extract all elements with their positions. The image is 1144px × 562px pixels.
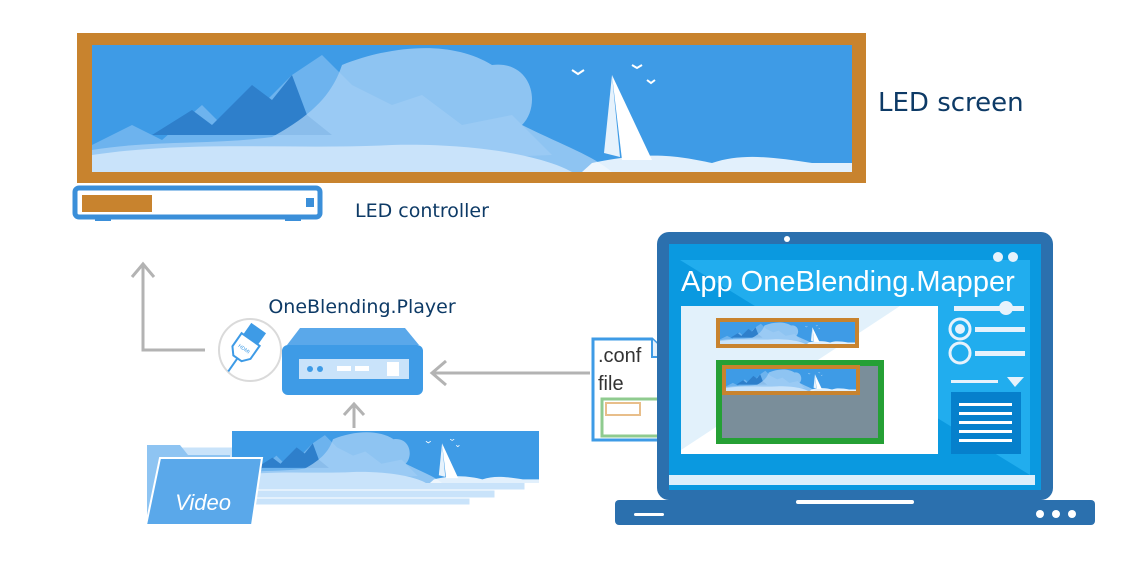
video-label: Video xyxy=(175,490,231,515)
app-title: App OneBlending.Mapper xyxy=(681,266,1015,298)
radio-option-1[interactable] xyxy=(948,317,1025,341)
laptop-base xyxy=(615,500,1095,525)
laptop: App OneBlending.Mapper xyxy=(615,232,1095,525)
arrow-conf-to-player xyxy=(429,359,590,387)
conf-label-line2: file xyxy=(598,373,624,395)
hdmi-cable-icon: HDMI xyxy=(218,318,282,382)
dropdown-control[interactable] xyxy=(951,377,1024,387)
conf-label-line1: .conf xyxy=(598,345,642,367)
slider-control[interactable] xyxy=(954,301,1024,315)
player-device-icon xyxy=(282,328,423,395)
player-label: OneBlending.Player xyxy=(268,296,456,318)
radio-option-2[interactable] xyxy=(948,341,1025,365)
chevron-down-icon xyxy=(1007,377,1024,387)
led-screen-label: LED screen xyxy=(878,88,1024,118)
status-bar xyxy=(669,475,1035,485)
arrow-to-controller xyxy=(130,261,205,352)
landscape-image xyxy=(92,45,852,172)
led-controller-label: LED controller xyxy=(355,200,489,222)
arrow-video-to-player xyxy=(342,401,366,428)
video-folder-icon: Video xyxy=(144,445,264,526)
conf-file-icon: .conf file xyxy=(591,337,673,442)
led-controller xyxy=(72,185,323,221)
list-panel[interactable] xyxy=(951,392,1021,454)
led-screen xyxy=(77,33,866,183)
